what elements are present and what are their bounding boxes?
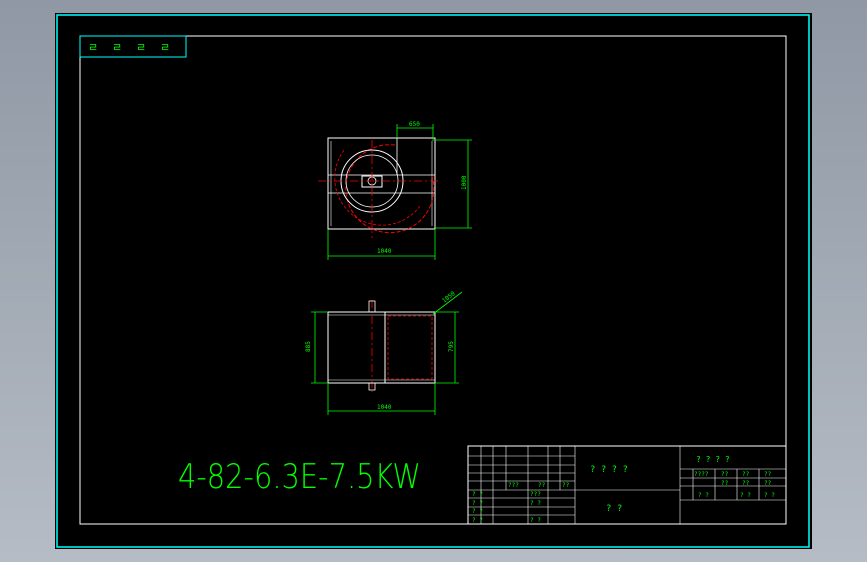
- outlet-box: [384, 311, 436, 384]
- corner-stamp-char: ㄹ: [88, 41, 98, 54]
- corner-stamp: ㄹ ㄹ ㄹ ㄹ: [79, 35, 187, 58]
- right-top-label: ? ? ? ?: [696, 455, 730, 464]
- title-block-cell: ??: [562, 482, 570, 489]
- corner-stamp-char: ㄹ: [112, 41, 122, 54]
- title-block-cell: ???: [530, 491, 541, 498]
- dimension-label: 885: [305, 341, 312, 352]
- dimension-bottom: [327, 383, 436, 415]
- scroll-casing: [345, 144, 435, 234]
- dimension-label: 1040: [377, 248, 392, 255]
- dimension-top: [396, 124, 434, 141]
- sheet-outer-border: [56, 14, 810, 548]
- title-block-cell: ? ?: [472, 508, 483, 515]
- title-block-cell: ??: [538, 482, 546, 489]
- dimension-label: 650: [409, 121, 420, 128]
- corner-stamp-char: ㄹ: [160, 41, 170, 54]
- title-block-cell: ??: [764, 480, 772, 487]
- dimension-right: [435, 139, 472, 229]
- title-block-cell: ??: [742, 480, 750, 487]
- title-block-cell: ? ?: [530, 517, 541, 524]
- title-block-cell: ? ?: [530, 500, 541, 507]
- title-block-cell: ???: [508, 482, 519, 489]
- title-block-cell: ? ?: [764, 492, 775, 499]
- title-block-cell: ??: [764, 471, 772, 478]
- dimension-left: [311, 311, 328, 384]
- drawing-sheet: [55, 13, 812, 549]
- top-view-housing: [327, 137, 436, 230]
- revision-grid: [468, 446, 576, 524]
- title-block-cell: ? ?: [698, 492, 709, 499]
- title-block-cell: ? ?: [472, 517, 483, 524]
- title-block-cell: ??: [721, 480, 729, 487]
- side-view[interactable]: 1050 885 795 1040: [305, 290, 463, 415]
- title-block-cell: ? ?: [740, 492, 751, 499]
- title-block-cell: ? ?: [472, 491, 483, 498]
- corner-stamp-char: ㄹ: [136, 41, 146, 54]
- dimension-label: 795: [448, 341, 455, 352]
- drawing-name: ? ? ? ?: [590, 465, 628, 475]
- company-name: ? ?: [606, 504, 622, 514]
- title-block-cell: ??: [721, 471, 729, 478]
- dimension-label: 1040: [377, 404, 392, 411]
- title-block-cell: ??: [742, 471, 750, 478]
- dimension-diagonal: [432, 291, 463, 315]
- dimension-bottom: [327, 229, 436, 260]
- model-title[interactable]: 4-82-6.3E-7.5KW: [178, 457, 421, 497]
- dimension-right: [435, 311, 459, 384]
- title-block[interactable]: ? ? ??? ?? ?? ? ? ??? ? ? ? ? ? ? ? ? ? …: [467, 445, 787, 525]
- sheet-inner-frame: [79, 35, 787, 525]
- dimension-label: 1000: [461, 175, 468, 190]
- title-block-cell: ????: [694, 471, 709, 478]
- top-view[interactable]: 650 1000 1040: [318, 121, 472, 260]
- right-info-grid: [680, 468, 786, 501]
- title-block-cell: ? ?: [472, 500, 483, 507]
